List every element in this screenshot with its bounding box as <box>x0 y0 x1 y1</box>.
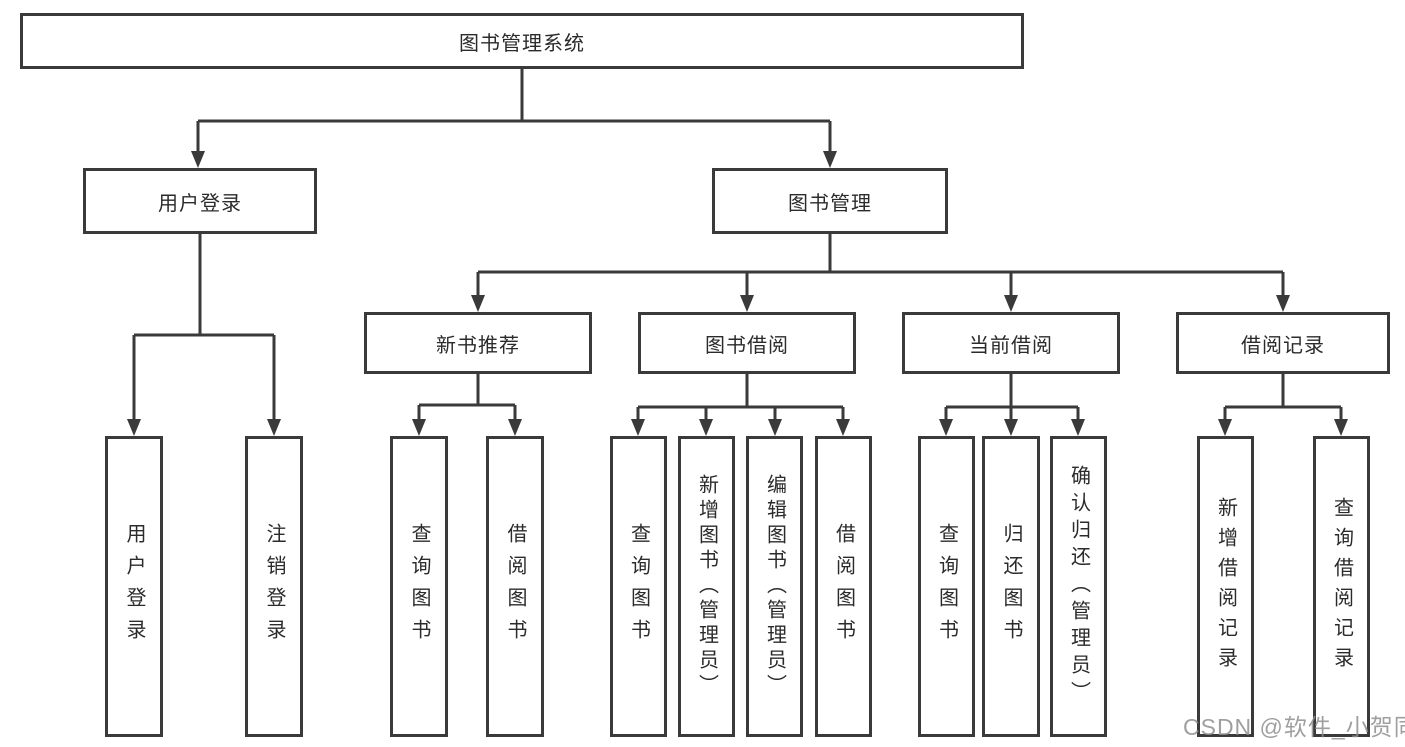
leaf-borrow-books-2: 借阅图书 <box>815 436 872 737</box>
leaf-query-books-2: 查询图书 <box>610 436 667 737</box>
leaf-return-book: 归还图书 <box>982 436 1040 737</box>
node-root: 图书管理系统 <box>20 13 1024 69</box>
node-new-book-rec: 新书推荐 <box>364 312 592 374</box>
node-book-mgmt: 图书管理 <box>712 168 948 234</box>
leaf-query-borrow-record: 查询借阅记录 <box>1313 436 1370 737</box>
leaf-borrow-books-1: 借阅图书 <box>486 436 544 737</box>
node-user-login: 用户登录 <box>83 168 317 234</box>
leaf-add-book-admin: 新增图书（管理员） <box>678 436 735 737</box>
leaf-query-books-1: 查询图书 <box>390 436 448 737</box>
leaf-edit-book-admin: 编辑图书（管理员） <box>746 436 803 737</box>
node-borrow-record: 借阅记录 <box>1176 312 1390 374</box>
leaf-logout: 注销登录 <box>245 436 303 737</box>
leaf-confirm-return-admin: 确认归还（管理员） <box>1050 436 1107 737</box>
leaf-query-books-3: 查询图书 <box>918 436 975 737</box>
node-current-borrow: 当前借阅 <box>902 312 1120 374</box>
leaf-add-borrow-record: 新增借阅记录 <box>1197 436 1254 737</box>
node-book-borrow: 图书借阅 <box>638 312 856 374</box>
arrowheads <box>127 151 1348 436</box>
leaf-user-login: 用户登录 <box>105 436 163 737</box>
csdn-watermark: CSDN @软件_小贺同学 <box>1183 714 1405 740</box>
